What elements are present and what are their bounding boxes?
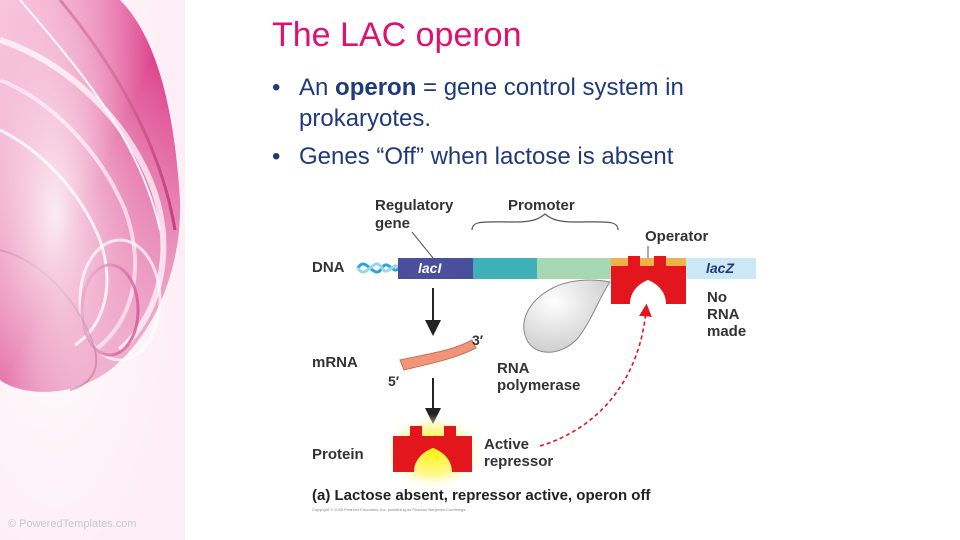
label-promoter: Promoter <box>508 197 575 214</box>
bullet-text-prefix: An <box>299 74 336 101</box>
bullet-list: • An operon = gene control system in pro… <box>272 72 772 179</box>
dna-segment-laci <box>398 258 473 279</box>
label-rna-polymerase-line2: polymerase <box>497 377 580 394</box>
bullet-glyph: • <box>272 74 281 101</box>
dna-segment-promoter-light <box>537 258 611 279</box>
label-no-rna-made-line2: RNA <box>707 306 740 323</box>
arrow-repressor-to-operator <box>539 303 652 447</box>
label-regulatory-gene-line1: Regulatory <box>375 197 454 214</box>
label-no-rna-made-line1: No <box>707 289 727 306</box>
repressor-bound-shape <box>611 256 686 304</box>
bullet-item-operon-definition: • An operon = gene control system in pro… <box>272 72 772 134</box>
label-laci: lacI <box>418 260 442 276</box>
dna-segment-lacz <box>686 258 756 279</box>
bullet-text-genes-off: Genes “Off” when lactose is absent <box>299 143 674 170</box>
mrna-strand <box>399 339 477 371</box>
promoter-brace <box>471 213 619 231</box>
lac-operon-diagram: Regulatory gene Promoter Operator DNA la… <box>312 197 756 512</box>
label-rna-polymerase-line1: RNA <box>497 360 530 377</box>
label-active-repressor-line1: Active <box>484 436 529 453</box>
dna-segment-promoter-teal <box>473 258 537 279</box>
bullet-item-genes-off: • Genes “Off” when lactose is absent <box>272 141 772 172</box>
rna-polymerase-shape <box>523 279 611 353</box>
decorative-swirl-graphic <box>0 0 185 540</box>
label-operator: Operator <box>645 228 709 245</box>
slide-title: The LAC operon <box>272 16 522 54</box>
footer-brand: © PoweredTemplates.com <box>8 518 137 530</box>
label-dna: DNA <box>312 259 345 276</box>
label-active-repressor-line2: repressor <box>484 453 553 470</box>
diagram-copyright: Copyright © 2005 Pearson Education, Inc.… <box>312 507 466 512</box>
label-three-prime: 3′ <box>472 332 484 348</box>
dna-helix-strand-b <box>356 262 400 274</box>
bullet-emphasis-operon: operon <box>335 74 417 101</box>
diagram-caption: (a) Lactose absent, repressor active, op… <box>312 487 651 504</box>
bullet-text-suffix: = gene control system in prokaryotes. <box>299 74 684 132</box>
label-mrna: mRNA <box>312 354 358 371</box>
label-five-prime: 5′ <box>388 373 400 389</box>
label-regulatory-gene-line2: gene <box>375 215 410 232</box>
active-repressor-shape <box>393 426 472 472</box>
label-protein: Protein <box>312 446 364 463</box>
label-no-rna-made-line3: made <box>707 323 746 340</box>
bullet-glyph: • <box>272 143 281 170</box>
pointer-line-regulatory <box>411 231 434 259</box>
label-lacz: lacZ <box>706 260 734 276</box>
